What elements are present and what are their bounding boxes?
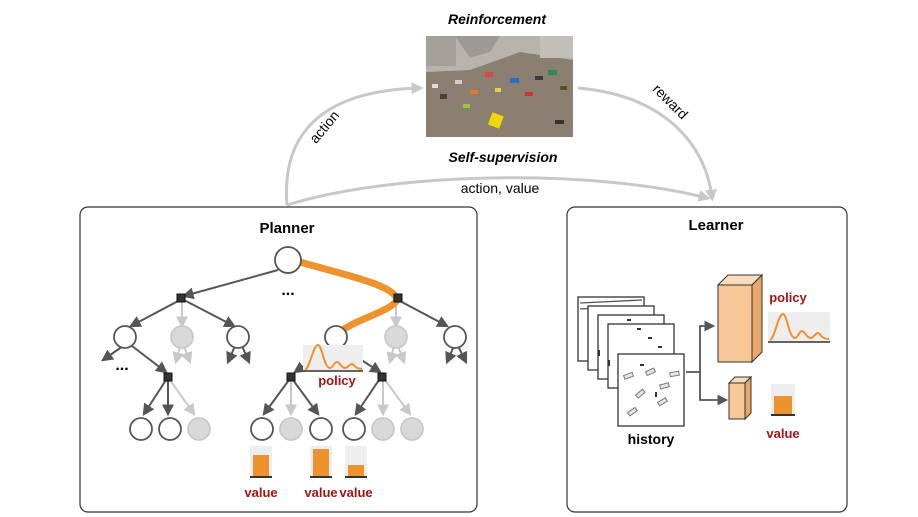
planner-policy-label: policy xyxy=(318,373,356,388)
planner-policy-plot xyxy=(303,343,363,372)
planner-value-2-label: value xyxy=(304,485,337,500)
action-arrow xyxy=(284,82,424,206)
left-ellipsis: ... xyxy=(115,357,128,374)
history-stack xyxy=(577,296,685,427)
root-node xyxy=(274,246,302,274)
action-value-arrow xyxy=(286,176,711,207)
learner-policy-label: policy xyxy=(769,290,807,305)
planner-value-1-label: value xyxy=(244,485,277,500)
planner-value-3: value xyxy=(339,446,373,500)
reward-label: reward xyxy=(650,81,692,123)
learner-value-bar xyxy=(774,396,792,414)
policy-head-block xyxy=(716,273,764,364)
value-head-block xyxy=(727,375,753,421)
planner-value-2-bar xyxy=(313,449,329,476)
learner-value xyxy=(771,384,795,416)
learner-panel: Learner hi xyxy=(566,206,848,513)
simulation-image xyxy=(426,36,573,137)
learner-title: Learner xyxy=(688,217,743,234)
action-label: action xyxy=(306,107,342,146)
planner-value-2: value xyxy=(304,446,338,500)
action-value-label: action, value xyxy=(461,180,540,196)
reward-arrow xyxy=(577,86,717,202)
planner-title: Planner xyxy=(259,220,314,237)
history-label: history xyxy=(628,431,675,447)
learner-value-label: value xyxy=(766,426,799,441)
planner-value-1: value xyxy=(244,446,278,500)
reinforcement-label: Reinforcement xyxy=(448,11,547,27)
root-ellipsis: ... xyxy=(281,282,294,299)
planner-value-1-bar xyxy=(253,455,269,476)
planner-value-3-bar xyxy=(348,465,364,476)
learner-policy-plot xyxy=(768,312,830,343)
planner-panel: Planner xyxy=(79,206,478,513)
self-supervision-label: Self-supervision xyxy=(449,149,558,165)
planner-value-3-label: value xyxy=(339,485,372,500)
selected-path xyxy=(296,258,401,336)
